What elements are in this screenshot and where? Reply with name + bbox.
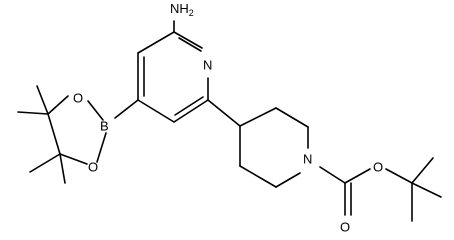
piperidine-boc xyxy=(207,99,442,222)
pinacol-boronate xyxy=(17,85,139,184)
ester-oxygen-label: O xyxy=(373,159,383,174)
amine-label: NH2 xyxy=(170,1,194,18)
boronate-oxygen-lower-label: O xyxy=(88,159,98,174)
pyridine-nitrogen-label: N xyxy=(203,57,212,72)
piperidine-nitrogen-label: N xyxy=(303,151,312,166)
carbonyl-oxygen-label: O xyxy=(340,219,350,234)
boronate-oxygen-upper-label: O xyxy=(73,90,83,105)
pyridine-ring xyxy=(137,20,209,123)
boron-label: B xyxy=(100,118,109,133)
